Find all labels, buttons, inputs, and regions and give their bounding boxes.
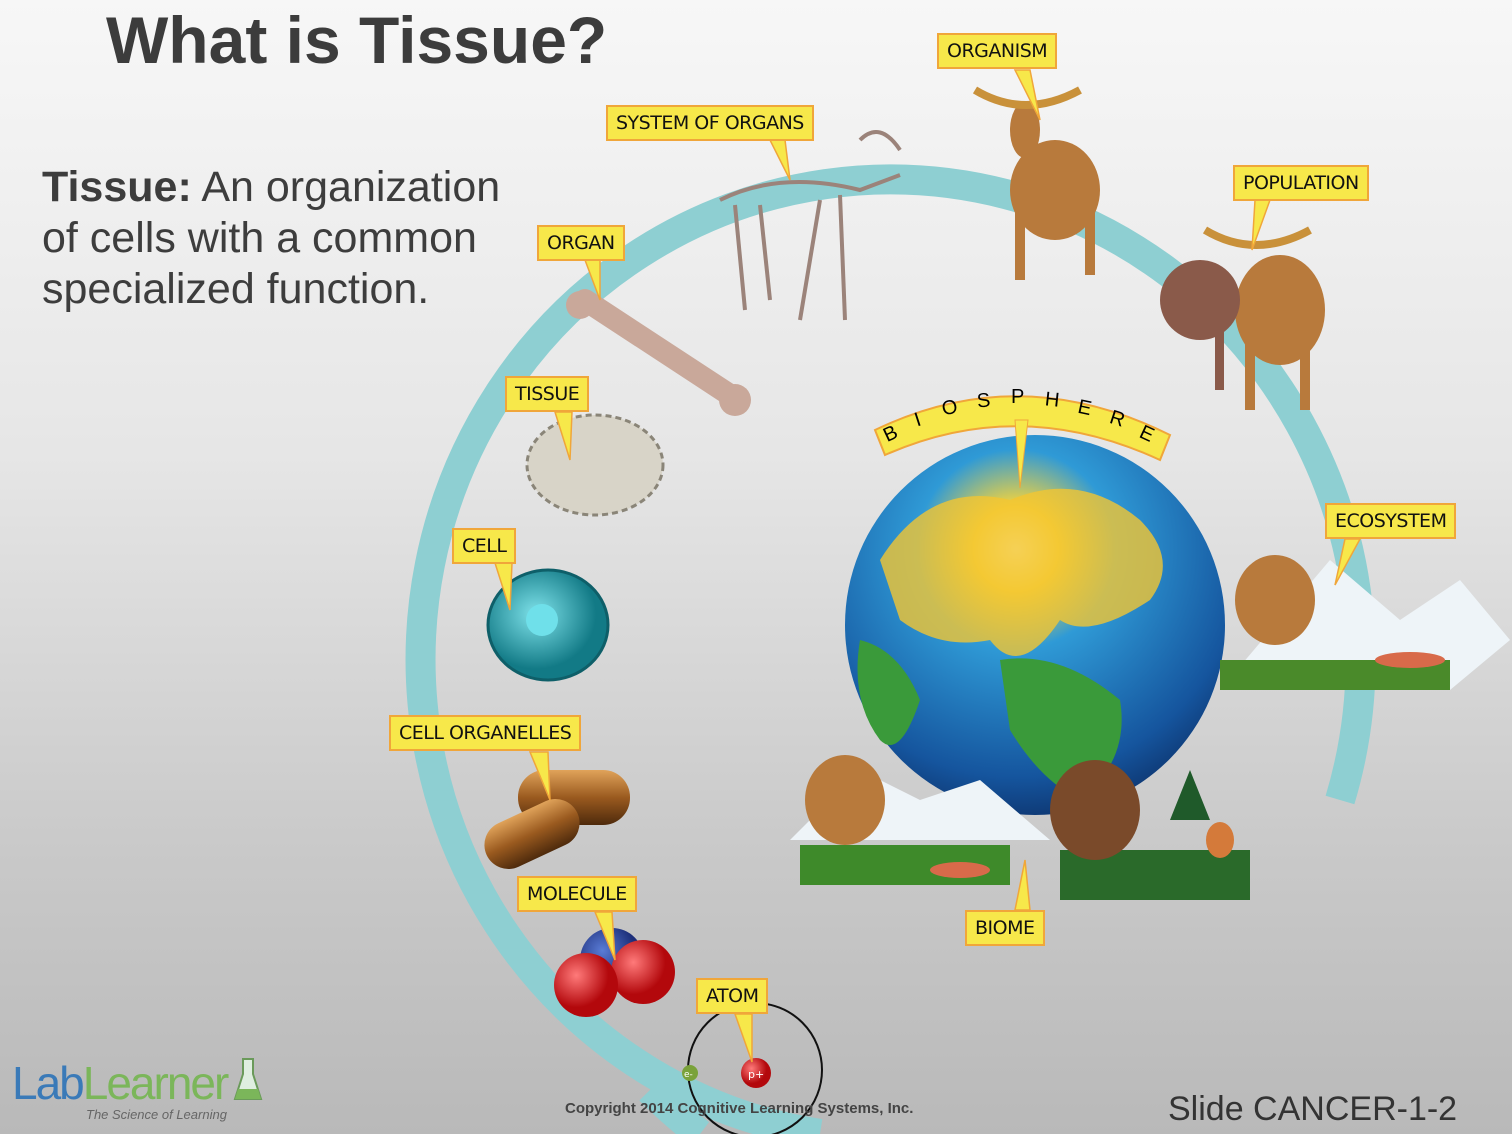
label-biome: BIOME xyxy=(965,910,1045,946)
tissue-definition: Tissue: An organization of cells with a … xyxy=(42,162,542,315)
biosphere-banner xyxy=(873,395,1172,462)
biosphere-pointer xyxy=(1014,419,1029,489)
label-tissue: TISSUE xyxy=(505,376,590,412)
biosphere-letter: H xyxy=(1043,388,1061,412)
tissue-illustration xyxy=(525,413,665,517)
slide-id: Slide CANCER-1-2 xyxy=(1168,1090,1458,1128)
logo-lab: Lab xyxy=(12,1057,85,1109)
definition-text: An organization of cells with a common s… xyxy=(42,163,501,313)
skeleton-illustration xyxy=(719,130,902,321)
label-atom: ATOM xyxy=(696,978,769,1014)
organization-ring xyxy=(405,164,1376,1134)
organelles-illustration xyxy=(484,799,580,869)
proton-label: p+ xyxy=(748,1068,764,1081)
electron xyxy=(682,1065,698,1081)
copyright: Copyright 2014 Cognitive Learning System… xyxy=(565,1100,914,1117)
label-molecule: MOLECULE xyxy=(517,876,637,912)
globe-land xyxy=(857,640,920,745)
bone-end xyxy=(719,384,751,416)
cell-nucleus xyxy=(526,604,558,636)
flask-icon xyxy=(233,1058,263,1100)
ecosystem-illustration xyxy=(1220,555,1510,690)
label-cell-organelles: CELL ORGANELLES xyxy=(389,715,582,751)
label-organism: ORGANISM xyxy=(937,33,1058,69)
label-population: POPULATION xyxy=(1233,165,1369,201)
molecule-atom xyxy=(611,940,675,1004)
biosphere-letter: P xyxy=(1011,386,1025,408)
label-system-of-organs: SYSTEM OF ORGANS xyxy=(606,105,814,141)
definition-term: Tissue: xyxy=(42,163,192,211)
globe-land xyxy=(880,488,1163,656)
logo-tagline: The Science of Learning xyxy=(86,1107,227,1122)
organism-moose xyxy=(972,86,1100,280)
population-moose xyxy=(1160,226,1325,410)
biome-illustration xyxy=(790,755,1250,900)
bone-illustration xyxy=(574,289,741,406)
logo-learner: Learner xyxy=(82,1057,230,1109)
label-ecosystem: ECOSYSTEM xyxy=(1325,503,1457,539)
label-organ: ORGAN xyxy=(537,225,625,261)
bone-end xyxy=(566,291,594,319)
electron-label: e- xyxy=(684,1070,693,1080)
label-cell: CELL xyxy=(452,528,517,564)
page-title: What is Tissue? xyxy=(106,3,608,77)
biosphere-letter: S xyxy=(975,389,992,413)
proton xyxy=(741,1058,771,1088)
molecule-atom xyxy=(554,953,618,1017)
